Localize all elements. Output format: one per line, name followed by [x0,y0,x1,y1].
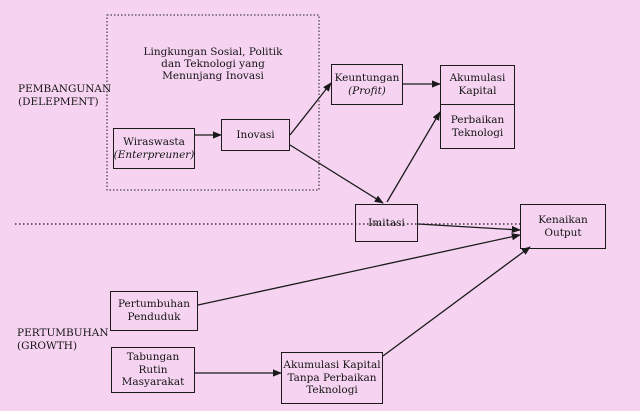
node-akumulasi-kapital: Akumulasi Kapital [441,66,514,104]
section-growth-line2: (GROWTH) [17,339,78,352]
node-inovasi-line1: Inovasi [236,128,275,141]
section-development-line1: PEMBANGUNAN [18,83,112,95]
node-tabungan-line3: Masyarakat [121,376,185,389]
node-tanpa-line2: Tanpa Perbaikan [287,371,377,384]
node-inovasi: Inovasi [221,119,290,151]
arrow-imitasi-output [417,223,521,234]
node-tabungan: Tabungan Rutin Masyarakat [111,347,195,393]
section-label-growth: PERTUMBUHAN (GROWTH) [17,327,109,352]
environment-caption: Lingkungan Sosial, Politik dan Teknologi… [122,46,304,82]
node-tanpa-line3: Teknologi [306,384,358,397]
node-imitasi: Imitasi [355,204,418,242]
arrow-inovasi-keuntungan [289,82,332,136]
node-akumulasi-tanpa: Akumulasi Kapital Tanpa Perbaikan Teknol… [281,352,383,404]
node-akumulasi-line2: Kapital [458,85,497,97]
node-penduduk-line2: Penduduk [127,311,181,323]
node-wiraswasta: Wiraswasta (Enterpreuner) [113,128,195,169]
node-kenaikan-output: Kenaikan Output [520,204,606,249]
arrow-inovasi-imitasi [289,144,384,204]
node-tanpa-line1: Akumulasi Kapital [283,359,381,372]
environment-line3: Menunjang Inovasi [162,70,264,83]
section-growth-line1: PERTUMBUHAN [17,327,109,339]
section-label-development: PEMBANGUNAN (DELEPMENT) [18,83,111,108]
arrow-imitasi-akumulasi [386,111,441,203]
node-keuntungan: Keuntungan (Profit) [331,64,403,105]
node-keuntungan-line1: Keuntungan [334,71,400,84]
node-pertumbuhan-penduduk: Pertumbuhan Penduduk [110,291,198,331]
arrow-penduduk-output [197,233,521,306]
node-tabungan-line1: Tabungan [126,351,180,364]
node-penduduk-line1: Pertumbuhan [117,298,191,311]
arrow-akumulasi-output [382,246,531,357]
node-akumulasi-line1: Akumulasi [449,72,506,85]
section-development-line2: (DELEPMENT) [18,95,99,108]
node-keuntungan-line2: (Profit) [348,84,386,97]
node-tabungan-line2: Rutin [138,363,168,376]
environment-frame [106,14,320,191]
node-wiraswasta-line2: (Enterpreuner) [113,148,195,161]
node-kenaikan-line2: Output [544,226,582,239]
node-kenaikan-line1: Kenaikan [538,213,588,226]
environment-line1: Lingkungan Sosial, Politik [143,46,283,58]
node-imitasi-line1: Imitasi [368,216,405,229]
node-perbaikan-teknologi: Perbaikan Teknologi [441,104,514,148]
node-akumulasi-perbaikan: Akumulasi Kapital Perbaikan Teknologi [440,65,515,149]
environment-line2: dan Teknologi yang [161,58,265,71]
node-wiraswasta-line1: Wiraswasta [123,135,185,148]
node-perbaikan-line1: Perbaikan [450,113,505,126]
node-perbaikan-line2: Teknologi [451,126,504,139]
